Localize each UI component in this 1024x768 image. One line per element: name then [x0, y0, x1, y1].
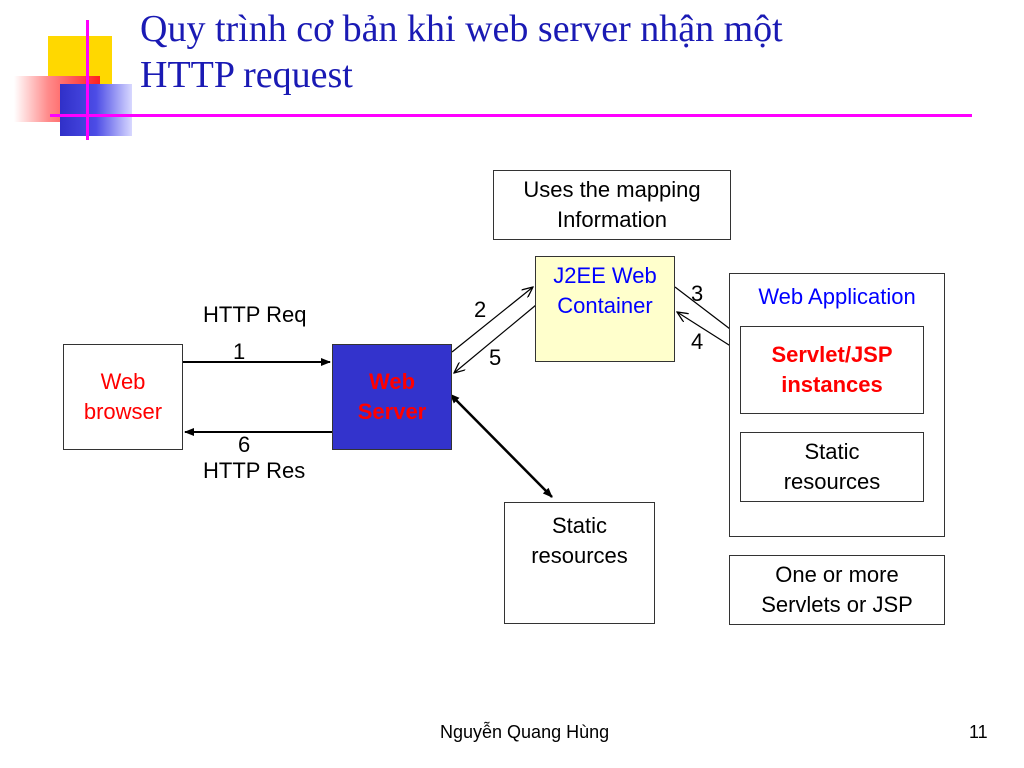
app-static-resources-box: Static resources [740, 432, 924, 502]
step-6-label: 6 [238, 432, 251, 457]
j2ee-container-box: J2EE Web Container [535, 256, 675, 362]
servlet-jsp-box: Servlet/JSP instances [740, 326, 924, 414]
j2ee-container-line1: J2EE Web [553, 263, 657, 288]
web-browser-line2: browser [83, 399, 163, 424]
arrow-server-to-container [451, 287, 533, 353]
mapping-info-line1: Uses the mapping [523, 177, 701, 202]
j2ee-container-line2: Container [557, 293, 653, 318]
server-static-resources-box: Static resources [504, 502, 655, 624]
mapping-info-box: Uses the mapping Information [493, 170, 731, 240]
web-server-line2: Server [357, 399, 427, 424]
app-static-line2: resources [783, 469, 881, 494]
web-server-line1: Web [368, 369, 416, 394]
app-static-line1: Static [804, 439, 860, 464]
servlets-jsp-note-box: One or more Servlets or JSP [729, 555, 945, 625]
page-number: 11 [969, 722, 988, 742]
web-server-box: Web Server [332, 344, 452, 450]
servlet-jsp-line1: Servlet/JSP [771, 342, 893, 367]
server-static-line1: Static [551, 513, 608, 538]
deco-vertical-line [86, 20, 89, 140]
footer-author: Nguyễn Quang Hùng [440, 722, 610, 742]
step-4-label: 4 [691, 329, 704, 354]
web-browser-box: Web browser [63, 344, 183, 450]
http-response-label: HTTP Res [203, 458, 306, 483]
servlets-note-line1: One or more [775, 562, 899, 587]
servlets-note-line2: Servlets or JSP [761, 592, 913, 617]
deco-blue-square [60, 84, 132, 136]
mapping-info-line2: Information [556, 207, 668, 232]
slide-title-line1: Quy trình cơ bản khi web server nhận một [140, 8, 783, 50]
step-5-label: 5 [489, 345, 502, 370]
title-underline [136, 114, 972, 117]
server-static-line2: resources [531, 543, 628, 568]
http-request-label: HTTP Req [203, 302, 307, 327]
web-application-label: Web Application [758, 284, 916, 309]
step-3-label: 3 [691, 281, 704, 306]
step-2-label: 2 [474, 297, 487, 322]
step-1-label: 1 [233, 339, 246, 364]
arrow-server-static-resources [449, 393, 553, 498]
deco-horizontal-line-short [50, 114, 150, 117]
slide-title: Quy trình cơ bản khi web server nhận một… [140, 6, 980, 98]
servlet-jsp-line2: instances [781, 372, 883, 397]
web-browser-line1: Web [100, 369, 146, 394]
arrow-container-to-server [454, 304, 537, 373]
slide-title-line2: HTTP request [140, 54, 353, 96]
